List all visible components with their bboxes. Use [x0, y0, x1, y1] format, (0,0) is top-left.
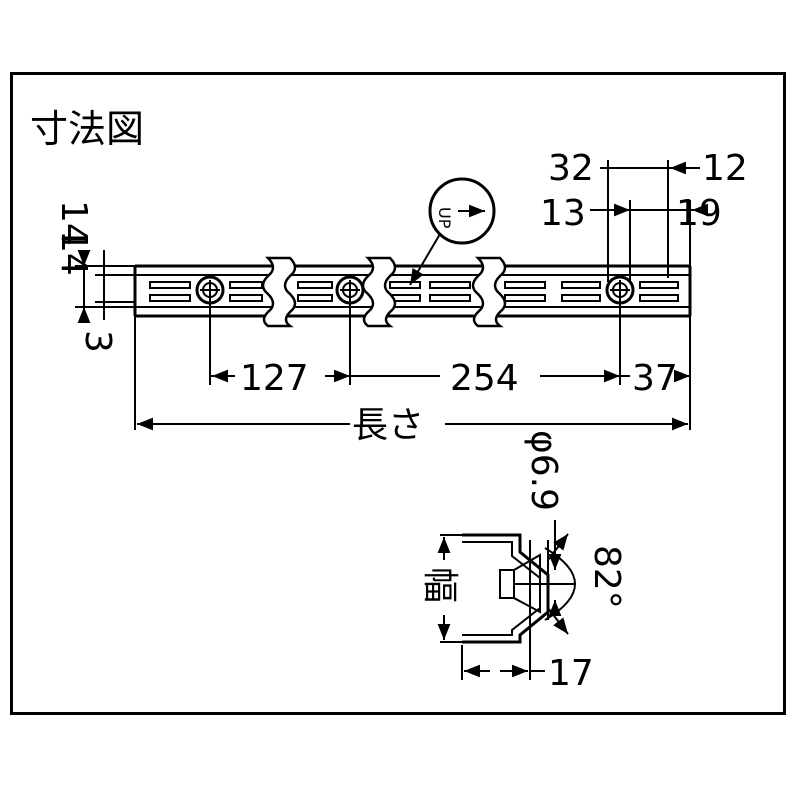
rail — [133, 256, 692, 328]
dim-phi: φ6.9 — [523, 430, 564, 511]
dim-3: 3 — [77, 330, 118, 353]
dim-19: 19 — [676, 193, 722, 234]
left-dimensions: 14 14 3 — [53, 200, 135, 353]
screw-holes — [195, 275, 635, 305]
dim-254: 254 — [450, 358, 519, 399]
up-label: UP — [435, 207, 454, 229]
bottom-dimensions: 127 254 37 長さ — [134, 300, 691, 446]
dim-12: 12 — [702, 148, 748, 189]
dim-width: 幅 — [419, 567, 460, 603]
dim-14a: 14 — [53, 200, 94, 246]
top-right-dimensions: 32 12 13 19 — [540, 148, 748, 282]
dim-37: 37 — [632, 358, 678, 399]
up-callout: UP — [409, 177, 496, 286]
drawing-title: 寸法図 — [30, 107, 144, 151]
cross-section: φ6.9 82° 幅 17 — [419, 430, 627, 694]
dim-13: 13 — [540, 193, 586, 234]
dim-angle: 82° — [586, 545, 627, 609]
dim-17: 17 — [548, 653, 594, 694]
dim-length: 長さ — [352, 405, 424, 446]
dim-14b: 14 — [53, 230, 94, 276]
dim-127: 127 — [240, 358, 309, 399]
dim-32: 32 — [548, 148, 594, 189]
drawing-frame — [10, 72, 786, 715]
